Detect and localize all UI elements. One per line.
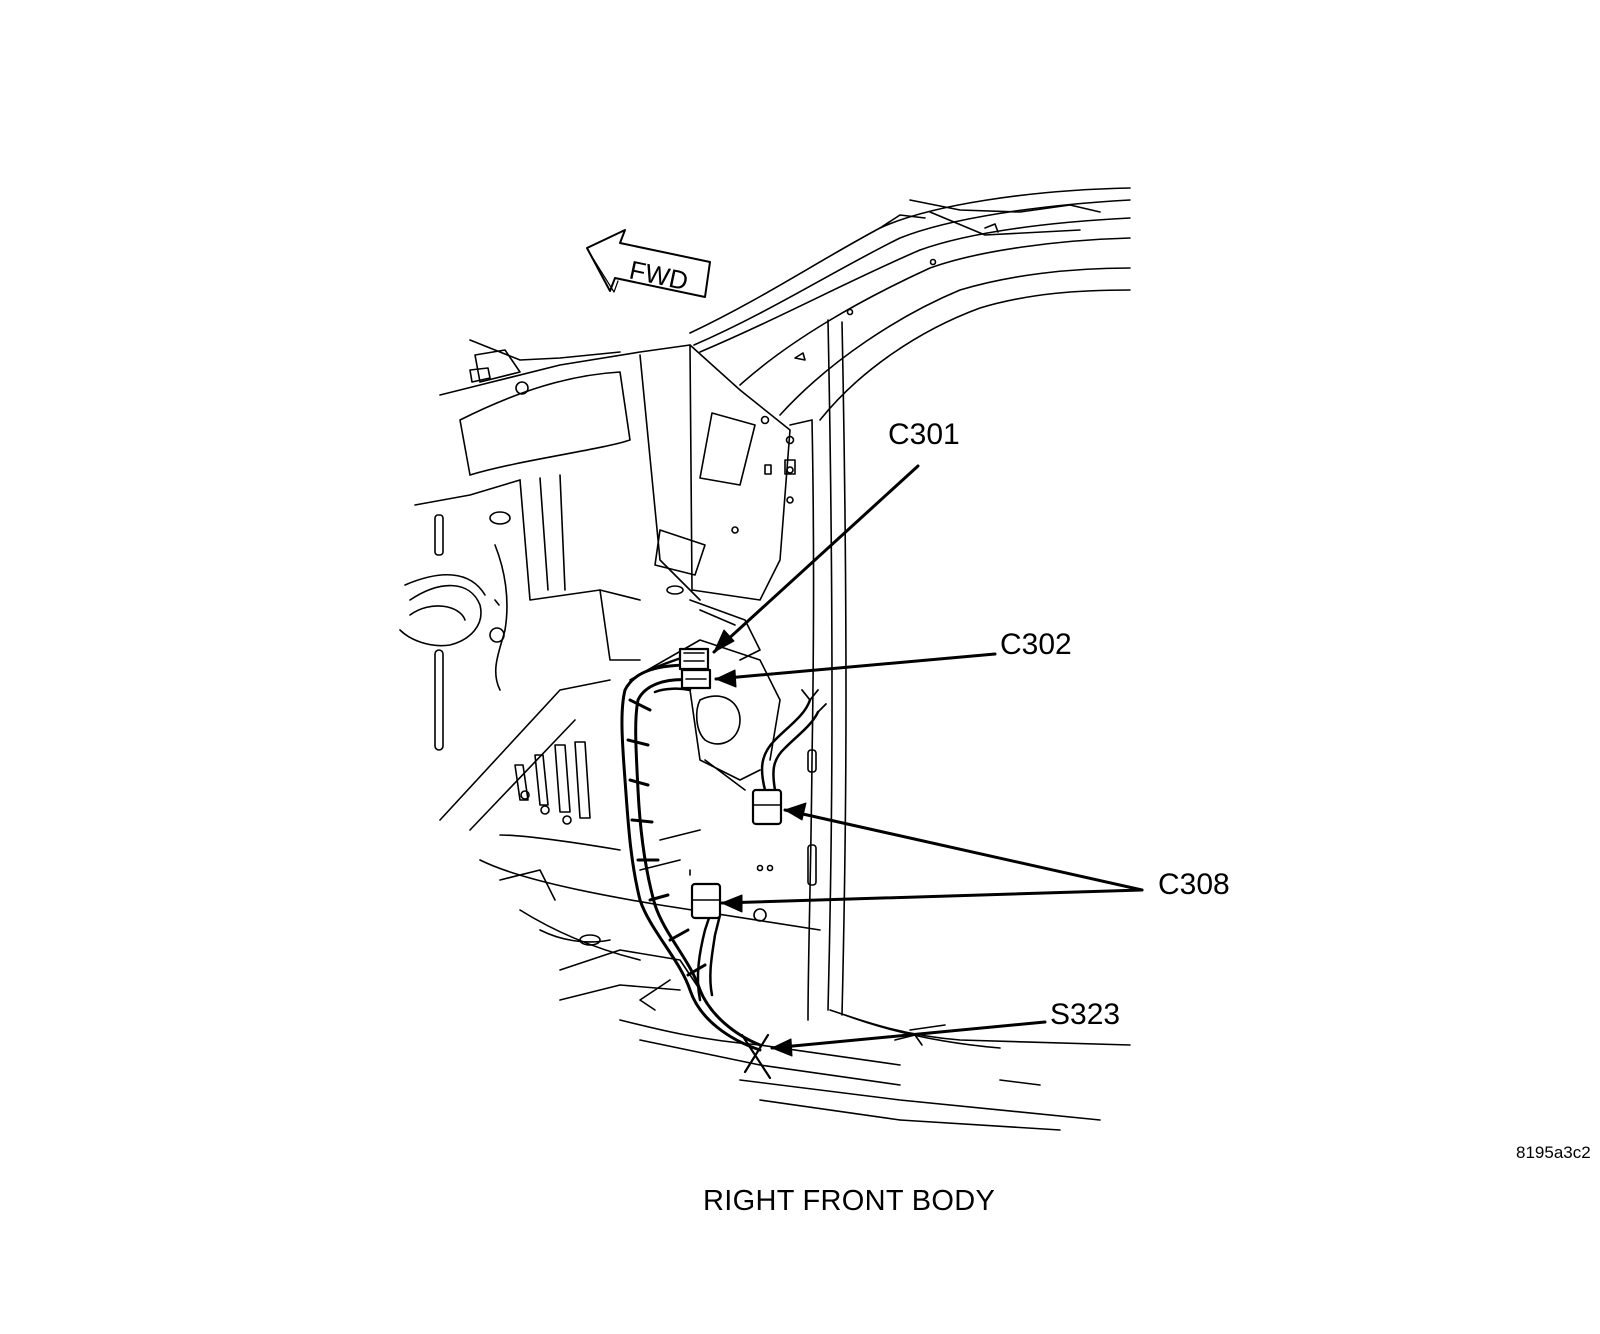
figure-id: 8195a3c2 (1516, 1143, 1591, 1162)
inner-panel (399, 339, 796, 751)
lower-panel-floor (439, 639, 1101, 1131)
connector-c308-lower-shape (690, 882, 722, 920)
wiring-harness (620, 653, 827, 1052)
b-pillar (789, 319, 1131, 1049)
connector-c301-shape (678, 647, 710, 671)
leader-lines (712, 464, 1144, 1057)
callout-s323-label: S323 (1050, 998, 1121, 1031)
fwd-arrow-shape (586, 229, 711, 298)
callout-c301-label: C301 (888, 418, 960, 451)
roof-rail (689, 187, 1131, 421)
callout-c308-label: C308 (1158, 868, 1230, 901)
connector-c302-shape (680, 668, 712, 690)
callout-c302-label: C302 (1000, 628, 1072, 661)
fwd-arrow-label: FWD (627, 255, 691, 297)
connector-c308-upper-shape (751, 788, 783, 826)
splice-s323-mark (740, 1033, 772, 1080)
figure-caption: RIGHT FRONT BODY (703, 1185, 996, 1217)
